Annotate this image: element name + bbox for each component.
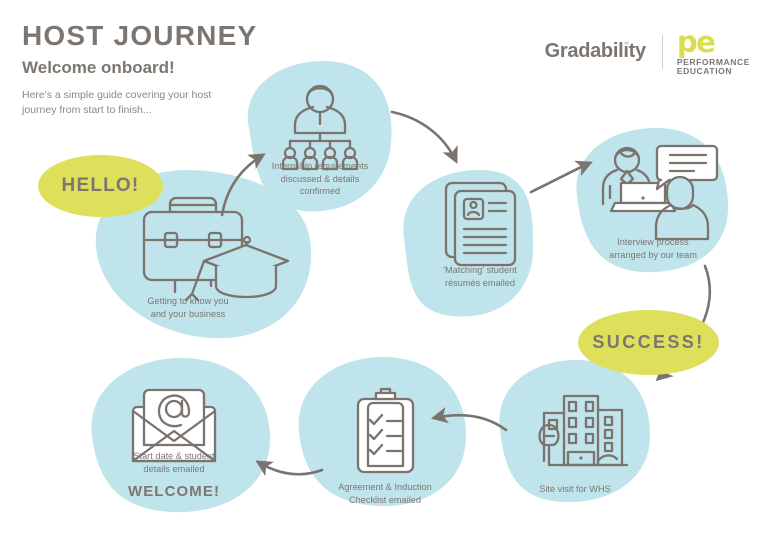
pe-wordmark: pe (676, 25, 716, 59)
caption-line-1: Site visit for WHS (539, 484, 611, 494)
arrow-6-to-7 (255, 460, 324, 477)
arrow-5-to-6 (430, 407, 508, 432)
caption-line-1: Start date & student (133, 451, 215, 461)
caption-line-2: Checklist emailed (349, 494, 421, 505)
caption-line-1: 'Matching' student (443, 265, 517, 275)
pe-line-performance: PERFORMANCE (676, 57, 750, 67)
caption-matching-resumes: 'Matching' student résumés emailed (405, 264, 555, 289)
caption-site-visit: Site visit for WHS (500, 483, 650, 496)
hello-badge: HELLO! (38, 155, 163, 217)
arrow-3-to-4 (529, 160, 593, 194)
caption-line-1: Interview process (617, 237, 689, 247)
page-title: HOST JOURNEY (22, 20, 258, 51)
interview-laptop-speech-icon (601, 144, 719, 241)
caption-line-2: and your business (150, 308, 226, 319)
caption-internship-requirements: Internship requirements discussed & deta… (245, 160, 395, 198)
page-subtitle: Welcome onboard! (22, 58, 175, 77)
caption-line-2: details emailed (143, 463, 205, 474)
header-block: HOST JOURNEY Welcome onboard! Here's a s… (22, 22, 352, 118)
caption-line-2: résumés emailed (445, 277, 515, 288)
caption-line-1: Getting to know you (147, 296, 229, 306)
caption-getting-to-know-you: Getting to know you and your business (113, 295, 263, 320)
logo-divider (661, 34, 663, 69)
success-badge: SUCCESS! (578, 310, 719, 375)
performance-education-logo: pe PERFORMANCE EDUCATION (677, 28, 750, 75)
caption-line-3: confirmed (299, 186, 341, 197)
building-tree-icon (538, 394, 629, 467)
caption-line-1: Internship requirements (271, 161, 369, 171)
caption-start-date-emailed: Start date & student details emailed WEL… (99, 450, 249, 503)
blob-matching-resumes (403, 170, 534, 317)
briefcase-graduation-cap-icon (142, 196, 290, 302)
caption-line-2: discussed & details (280, 173, 360, 184)
intro-paragraph: Here's a simple guide covering your host… (22, 88, 212, 116)
caption-line-2: arranged by our team (609, 249, 697, 260)
welcome-label: WELCOME! (127, 483, 221, 501)
blob-site-visit (499, 360, 651, 503)
caption-interview-process: Interview process arranged by our team (578, 236, 728, 261)
pe-line-education: EDUCATION (676, 65, 733, 76)
stacked-resumes-icon (444, 181, 517, 267)
gradability-i-dot: i (623, 40, 630, 62)
clipboard-checklist-icon (356, 387, 415, 474)
arrow-2-to-3 (390, 110, 458, 164)
caption-agreement-induction: Agreement & Induction Checklist emailed (310, 481, 460, 506)
caption-line-1: Agreement & Induction (338, 482, 432, 492)
